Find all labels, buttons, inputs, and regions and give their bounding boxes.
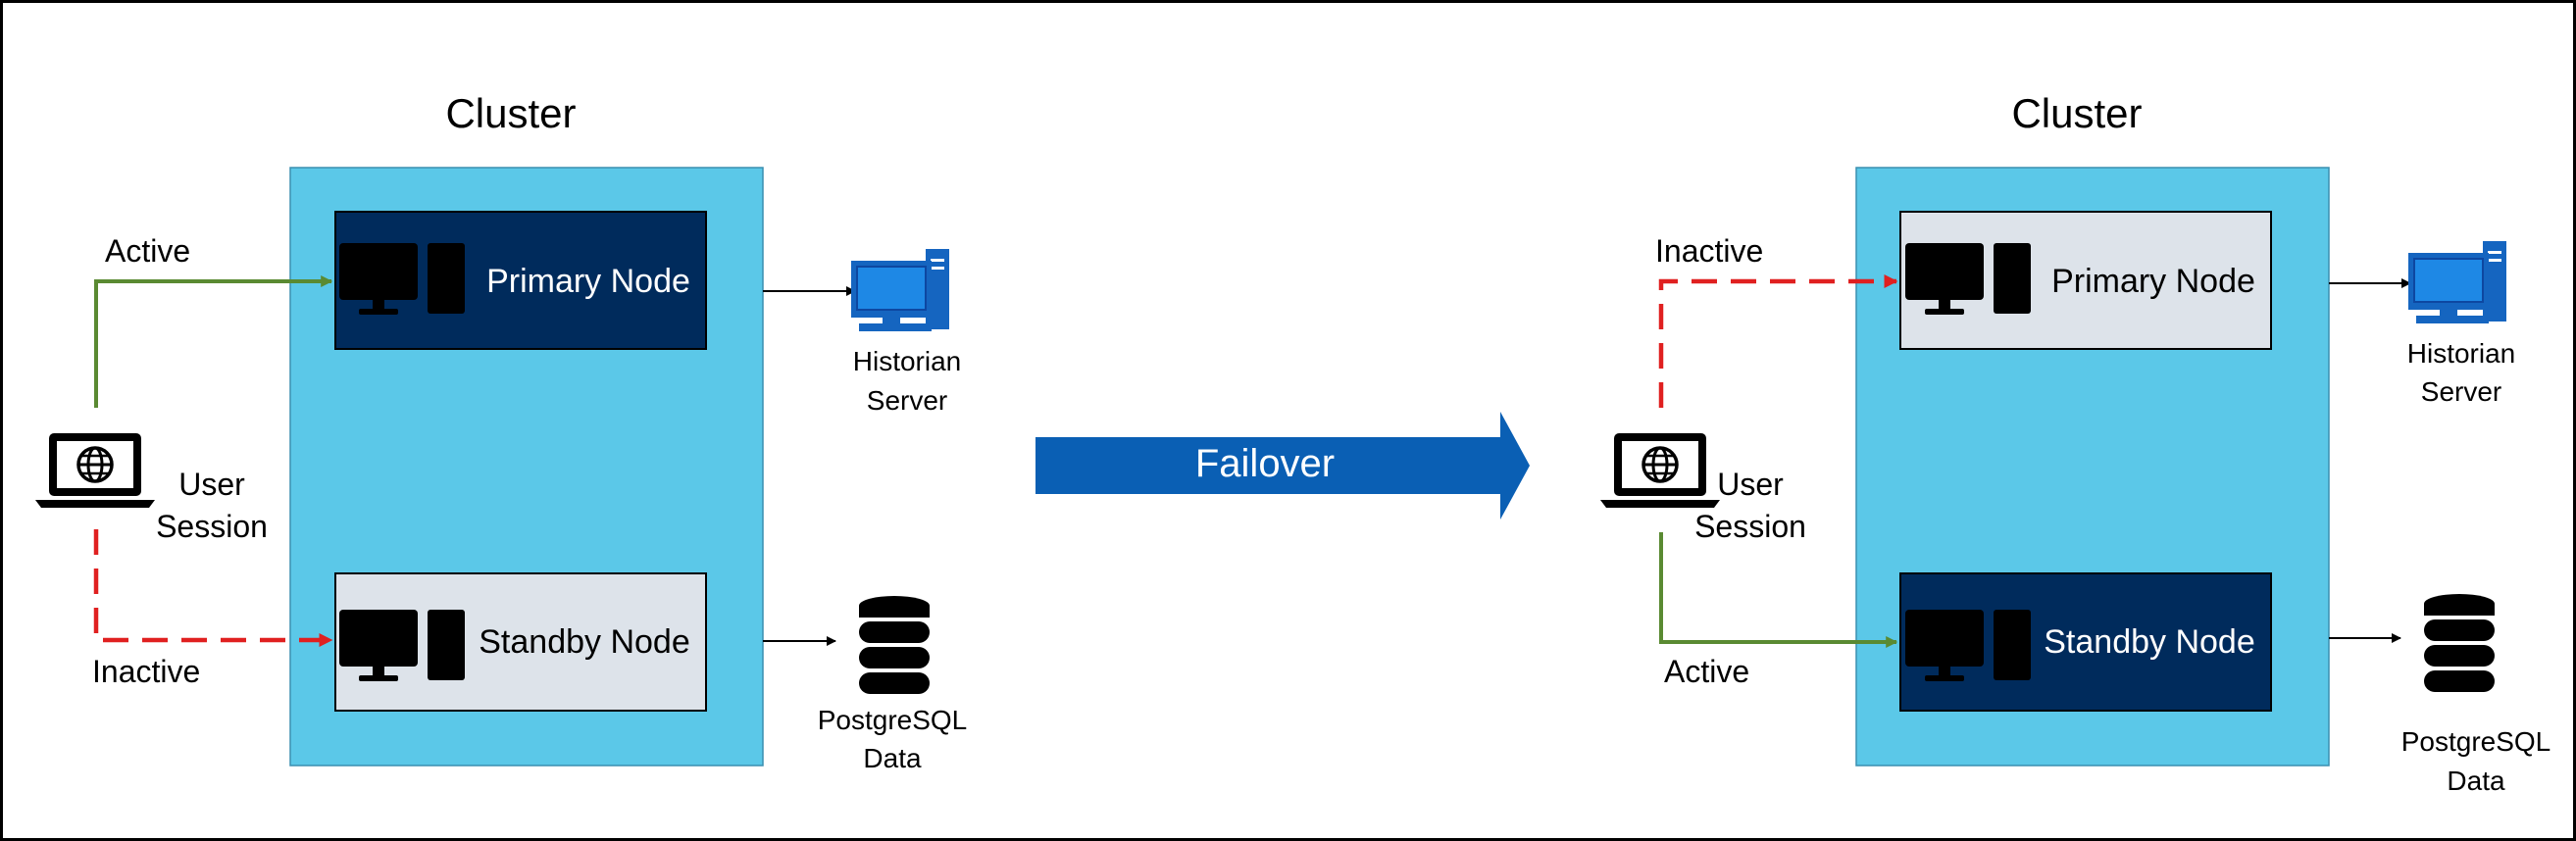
right-standby-node: Standby Node (1899, 572, 2272, 712)
right-active-label: Active (1664, 654, 1749, 689)
left-primary-node: Primary Node (334, 211, 707, 350)
left-user-session-line1: User (178, 467, 245, 502)
left-standby-node: Standby Node (334, 572, 707, 712)
database-icon (859, 596, 930, 694)
laptop-globe-icon (33, 431, 157, 510)
failover-arrow: Failover (1035, 412, 1530, 519)
right-primary-node: Primary Node (1899, 211, 2272, 350)
right-user-session-line2: Session (1694, 509, 1806, 544)
right-primary-label: Primary Node (2051, 263, 2255, 300)
right-user-session-line1: User (1717, 467, 1784, 502)
right-historian-line2: Server (2421, 376, 2501, 407)
right-historian-line1: Historian (2407, 338, 2515, 369)
server-computer-icon (850, 248, 950, 332)
left-standby-label: Standby Node (479, 623, 690, 661)
left-primary-label: Primary Node (486, 263, 690, 300)
left-historian-line1: Historian (853, 346, 961, 376)
left-postgres-line2: Data (863, 743, 922, 773)
right-standby-label: Standby Node (2044, 623, 2255, 661)
database-icon (2424, 594, 2495, 692)
right-postgres-line1: PostgreSQL (2401, 726, 2551, 757)
laptop-globe-icon (1598, 431, 1722, 510)
left-active-label: Active (105, 233, 190, 269)
left-active-link (94, 275, 333, 408)
right-inactive-link (1658, 274, 1898, 408)
left-user-session-line2: Session (156, 509, 268, 544)
left-inactive-label: Inactive (92, 654, 200, 689)
right-cluster-title: Cluster (2011, 90, 2142, 136)
right-inactive-label: Inactive (1655, 233, 1763, 269)
left-cluster-title: Cluster (445, 90, 576, 136)
right-active-link (1659, 532, 1898, 648)
left-postgres-line1: PostgreSQL (818, 705, 968, 735)
left-historian-line2: Server (867, 385, 947, 416)
failover-label: Failover (1195, 442, 1335, 485)
server-computer-icon (2407, 240, 2507, 324)
right-postgres-line2: Data (2447, 766, 2505, 796)
